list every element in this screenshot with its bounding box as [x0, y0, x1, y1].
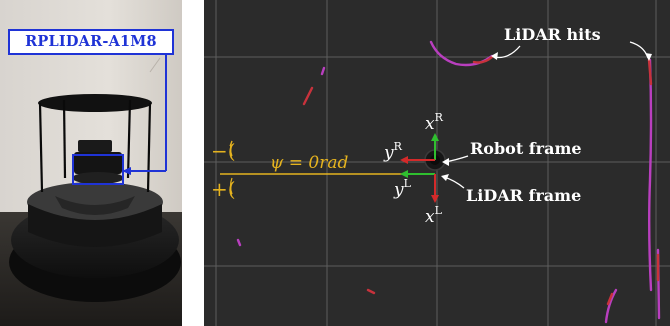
lidar-camera-top — [78, 140, 112, 152]
robot-x-axis-label: xR — [425, 111, 444, 134]
lidar-hits-arrowhead-right — [645, 53, 652, 61]
lidar-frame-arrowhead — [441, 174, 449, 181]
lidar-hits-arrowhead-left — [491, 52, 498, 60]
scan-seg-left-red — [302, 86, 314, 106]
lidar-y-axis-arrow — [400, 170, 408, 178]
scan-wall-right-red — [647, 58, 653, 86]
lidar-frame-label: LiDAR frame — [466, 186, 581, 205]
standoffs — [38, 99, 152, 193]
robot-y-axis-arrow — [400, 156, 408, 164]
callout-arrowhead — [122, 167, 131, 175]
wall-mark — [149, 57, 161, 73]
robot-y-axis-label: yR — [383, 140, 403, 163]
negative-direction-tick — [229, 140, 233, 147]
scan-wall-right — [648, 58, 653, 292]
robot-bumper — [28, 204, 162, 247]
sensor-mount-plate — [38, 94, 152, 112]
scan-seg-upper-left — [320, 66, 326, 76]
scan-seg-left-low — [236, 238, 242, 247]
sensor-label: RPLIDAR-A1M8 — [8, 29, 174, 55]
lidar-y-axis-label: yL — [393, 177, 412, 200]
annotation-arrowheads — [441, 52, 652, 181]
robot-plate-inner — [55, 196, 135, 215]
scan-seg-bottom-center — [366, 288, 376, 295]
lidar-scan-points — [236, 40, 661, 324]
lidar-base-ring — [72, 172, 124, 184]
direction-arrows — [229, 140, 233, 195]
scan-arc-top-red — [472, 55, 494, 64]
lidar-x-axis-arrow — [431, 195, 439, 203]
positive-direction-tick — [229, 189, 233, 195]
robot-x-axis-arrow — [431, 133, 439, 141]
robot-frame-arrowhead — [442, 158, 449, 166]
scan-seg-bottom-right-red — [606, 292, 614, 306]
psi-angle-label: ψ = 0rad — [270, 153, 348, 173]
lidar-hits-label: LiDAR hits — [504, 25, 601, 44]
positive-direction-label: +( — [211, 177, 236, 201]
robot-frame-label: Robot frame — [470, 139, 582, 158]
robot-photo-panel: RPLIDAR-A1M8 — [0, 0, 182, 326]
lidar-sensor — [74, 152, 122, 174]
lidar-x-axis-label: xL — [425, 204, 443, 227]
scan-seg-bottom-right — [604, 288, 618, 324]
robot-top-plate — [27, 182, 163, 222]
lidar-highlight-box — [72, 154, 124, 185]
negative-direction-label: −( — [211, 139, 236, 163]
lidar-visualization: −( +( ψ = 0rad xR yR yL xL Robot frame L… — [204, 0, 670, 326]
lidar-visualization-panel: −( +( ψ = 0rad xR yR yL xL Robot frame L… — [204, 0, 670, 326]
